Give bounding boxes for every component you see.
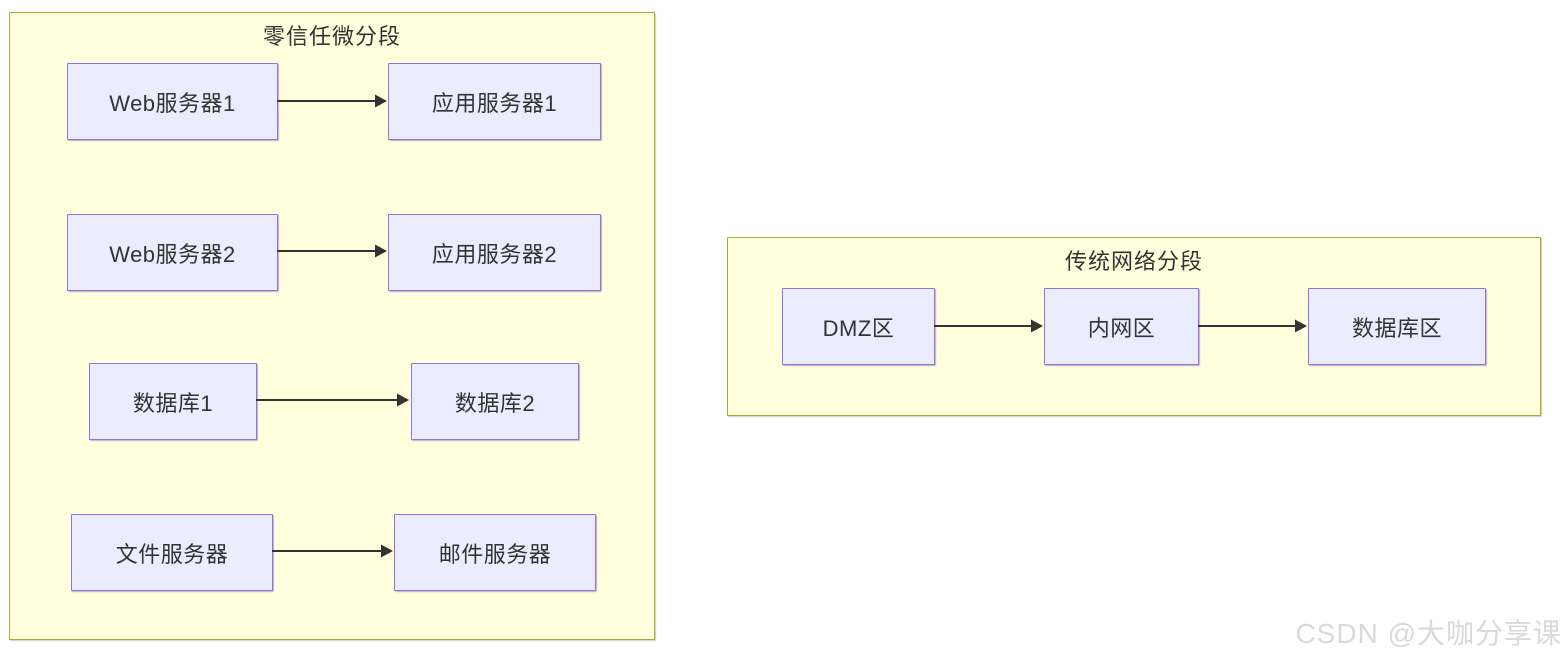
cluster-zero-trust: 零信任微分段 Web服务器1 应用服务器1 Web服务器2 应用服务器2 数据库…	[9, 12, 655, 640]
node-file-server: 文件服务器	[71, 514, 273, 591]
node-intranet-zone: 内网区	[1044, 288, 1199, 365]
node-mail-server: 邮件服务器	[394, 514, 596, 591]
cluster-traditional-title: 传统网络分段	[1064, 249, 1203, 274]
node-app-server-1: 应用服务器1	[388, 63, 601, 140]
node-database-zone: 数据库区	[1308, 288, 1486, 365]
csdn-watermark: CSDN @大咖分享课	[1295, 618, 1562, 649]
node-web-server-2: Web服务器2	[67, 214, 278, 291]
node-database-2: 数据库2	[411, 363, 579, 440]
node-web-server-1: Web服务器1	[67, 63, 278, 140]
cluster-traditional: 传统网络分段 DMZ区 内网区 数据库区	[727, 237, 1541, 416]
node-dmz-zone: DMZ区	[782, 288, 935, 365]
node-database-1: 数据库1	[89, 363, 257, 440]
node-app-server-2: 应用服务器2	[388, 214, 601, 291]
cluster-zero-trust-title: 零信任微分段	[262, 24, 401, 49]
